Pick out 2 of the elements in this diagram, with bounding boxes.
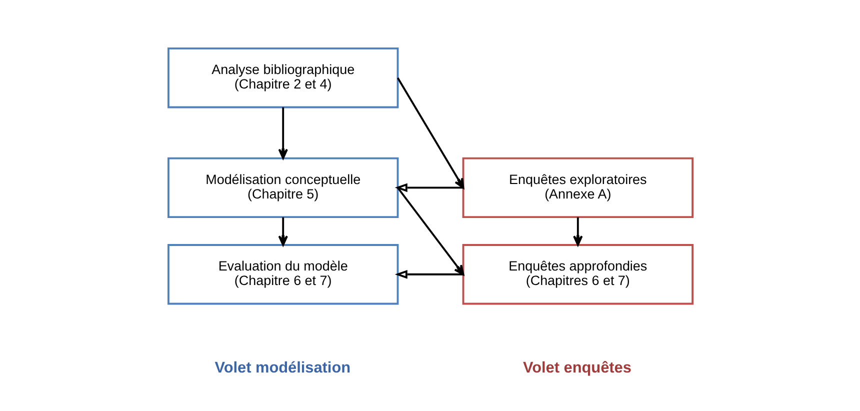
label: Volet modélisation (214, 359, 350, 376)
label: Volet enquêtes (522, 359, 631, 376)
